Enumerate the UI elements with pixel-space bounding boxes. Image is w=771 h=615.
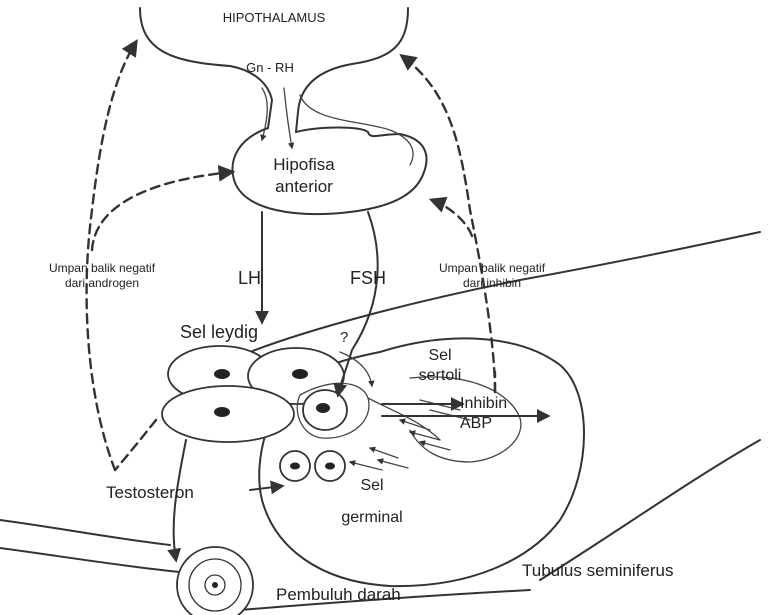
pituitary-label-line1: Hipofisa (273, 155, 335, 174)
sertoli-label-line1: Sel (428, 347, 451, 364)
vessel-upper-line (0, 520, 170, 545)
fsh-arrow (338, 212, 378, 395)
tubule-label: Tubulus seminiferus (522, 561, 674, 580)
androgen-feedback-from-leydig (115, 420, 156, 470)
inhibin-feedback-label-line2: dari inhibin (463, 276, 521, 290)
inhibin-feedback-to-hypothalamus-arrow (402, 56, 495, 392)
inhibin-feedback-label-line1: Umpan balik negatif (439, 261, 546, 275)
germinal-label-line2: germinal (341, 509, 402, 526)
vessel-lower-line (0, 548, 180, 572)
testosterone-label: Testosteron (106, 483, 194, 502)
sertoli-label-line2: sertoli (419, 367, 462, 384)
tubule-lower-line (540, 440, 760, 580)
blood-vessel-outer (177, 547, 253, 615)
androgen-feedback-to-hypothalamus-arrow (87, 42, 136, 470)
leydig-label: Sel leydig (180, 322, 258, 342)
pituitary-label-line2: anterior (275, 177, 333, 196)
abp-label: ABP (460, 415, 492, 432)
gnrh-arrow-left (262, 88, 267, 140)
secretion-marks (350, 400, 470, 470)
androgen-feedback-to-pituitary-arrow (92, 172, 232, 250)
inhibin-label: Inhibin (460, 395, 507, 412)
androgen-feedback-label-line2: dari androgen (65, 276, 139, 290)
blood-vessel-label: Pembuluh darah (276, 585, 401, 604)
germinal-label-line1: Sel (360, 477, 383, 494)
blood-vessel-core (212, 582, 218, 588)
lh-label: LH (238, 268, 261, 288)
hypothalamus-label: HIPOTHALAMUS (223, 10, 326, 25)
androgen-feedback-label-line1: Umpan balik negatif (49, 261, 156, 275)
inhibin-feedback-to-pituitary-arrow (432, 200, 472, 236)
testosterone-to-germinal-arrow (250, 486, 282, 490)
gnrh-arrow-right (284, 88, 292, 148)
question-mark-label: ? (340, 329, 348, 346)
gnrh-label: Gn - RH (246, 60, 294, 75)
fsh-label: FSH (350, 268, 386, 288)
